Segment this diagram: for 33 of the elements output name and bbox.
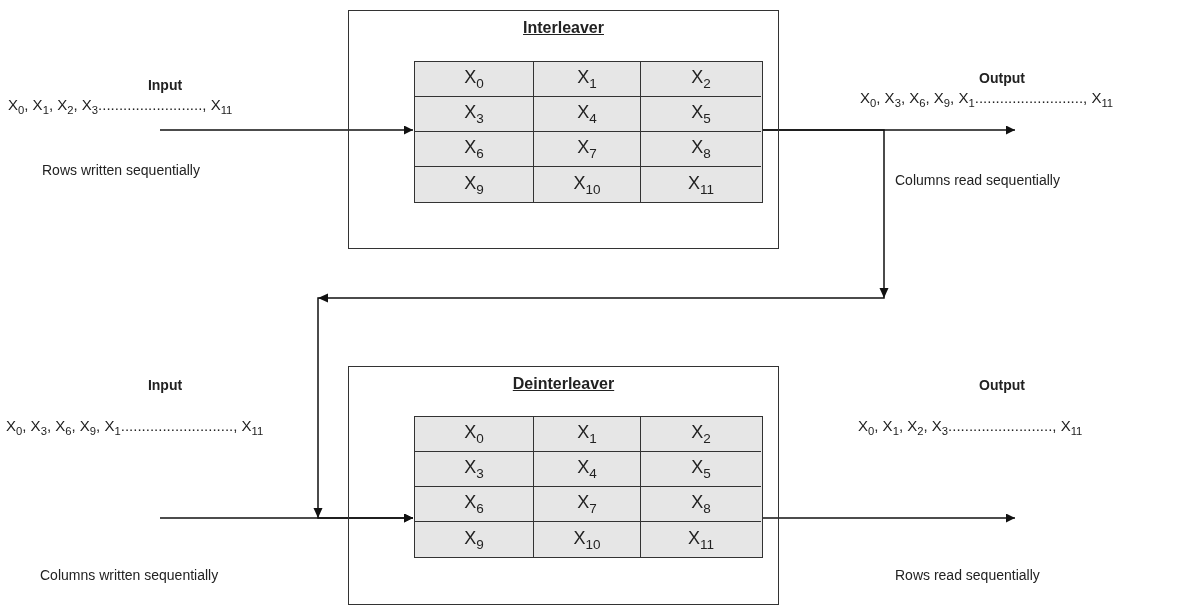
table-cell: X$_{7}$ <box>534 487 641 522</box>
caption-text: Columns written sequentially <box>40 567 219 583</box>
section-heading: Input <box>147 77 183 93</box>
symbol-sequence: X$_{0}$, X$_{1}$, X$_{2}$, X$_{3}$........................., X$_{11}$ <box>8 96 233 116</box>
table-cell: X$_{6}$ <box>415 132 534 167</box>
table-cell: X$_{1}$ <box>534 62 641 97</box>
arrow <box>761 513 1016 523</box>
symbol-sequence: X$_{0}$, X$_{3}$, X$_{6}$, X$_{9}$, X$_{1}$..........................., X$_{11}$ <box>6 417 264 437</box>
caption-text: Rows written sequentially <box>42 162 200 178</box>
section-heading: Output <box>979 377 1025 393</box>
data-table <box>414 416 763 558</box>
block-title: Interleaver <box>523 19 604 37</box>
section-heading: Output <box>979 70 1025 86</box>
table-cell: X$_{1}$ <box>534 417 641 452</box>
arrow <box>159 125 414 135</box>
caption-text: Rows read sequentially <box>895 567 1040 583</box>
arrow <box>159 513 414 523</box>
table-cell: X$_{7}$ <box>534 132 641 167</box>
symbol-sequence: X$_{0}$, X$_{3}$, X$_{6}$, X$_{9}$, X$_{1}$.........................., X$_{11}$ <box>860 89 1114 109</box>
table-cell: X$_{0}$ <box>415 417 534 452</box>
block-frame <box>348 10 779 249</box>
table-cell: X$_{0}$ <box>415 62 534 97</box>
data-table <box>414 61 763 203</box>
block-title: Deinterleaver <box>512 375 615 393</box>
table-cell: X$_{3}$ <box>415 97 534 132</box>
symbol-sequence: X$_{0}$, X$_{1}$, X$_{2}$, X$_{3}$........................., X$_{11}$ <box>858 417 1083 437</box>
caption-text: Columns read sequentially <box>895 172 1060 188</box>
section-heading: Input <box>147 377 183 393</box>
table-cell: X$_{6}$ <box>415 487 534 522</box>
table-cell: X$_{4}$ <box>534 97 641 132</box>
table-cell: X$_{4}$ <box>534 452 641 487</box>
table-cell: X$_{3}$ <box>415 452 534 487</box>
block-frame <box>348 366 779 605</box>
